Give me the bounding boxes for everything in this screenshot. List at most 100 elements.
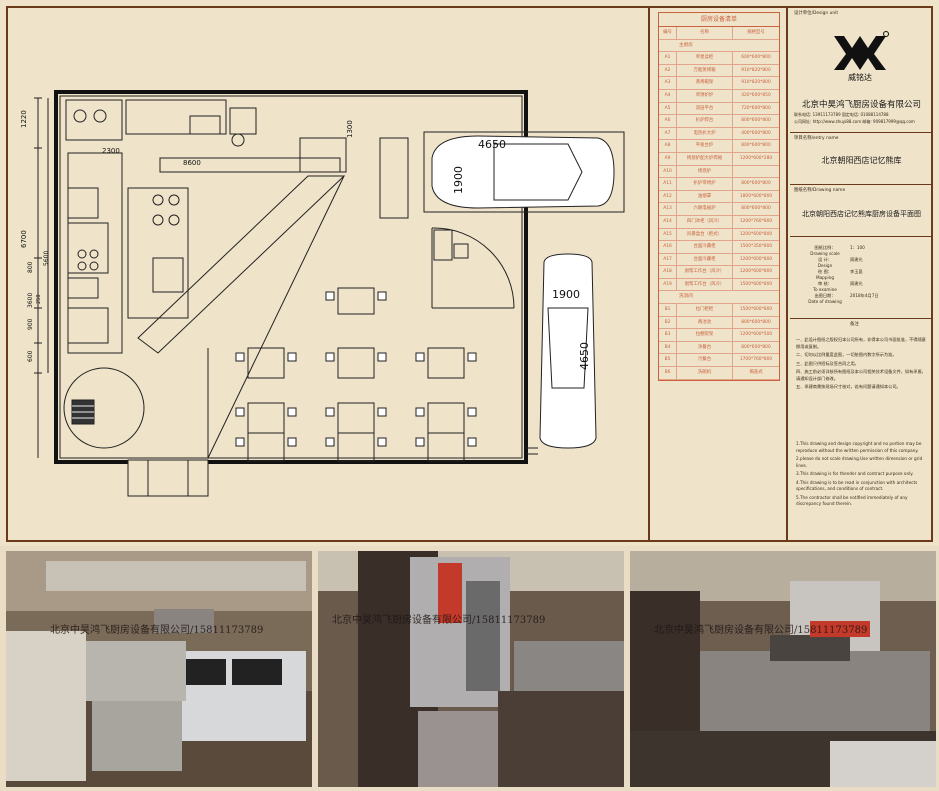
meta-value [850, 299, 933, 305]
equipment-spec: 1200*600*280 [739, 155, 773, 161]
equipment-name: 六眼电磁炉 [677, 203, 733, 215]
drawing-meta-row: Date of drawing [790, 299, 933, 305]
kitchen-floor-plan: 1220 6700 5600 800 3600 250 900 600 2300… [8, 8, 650, 540]
equipment-list-title: 厨房设备清单 [659, 13, 779, 27]
note-line: 一、此设计图纸之版权归本公司所有，非得本公司书面批准，不得随意挪用或复制。 [796, 337, 926, 349]
drawing-meta-row: 设 计：周建光 [790, 257, 933, 263]
equipment-name: 洗碗机 [677, 367, 733, 379]
note-line: 二、切勿以比例量度此图，一切依图内数字所示为准。 [796, 352, 897, 357]
photo-1-watermark: 北京中昊鸿飞厨房设备有限公司/15811173789 [50, 625, 264, 636]
equipment-spec: 800*600*800 [741, 181, 771, 187]
car-dim-4: 4650 [578, 342, 591, 370]
equipment-code: A8 [659, 140, 677, 152]
equipment-spec: 1200*600*800 [739, 256, 773, 262]
note-line: 3.This drawing is for thender and contra… [796, 471, 914, 476]
logo-text: 威铭达 [848, 72, 872, 82]
drawing-meta-row: Drawing scale [790, 251, 933, 257]
equipment-spec: 800*600*800 [741, 118, 771, 124]
meta-key: 出图日期： [814, 293, 836, 298]
equipment-spec: 1200*600*500 [739, 332, 773, 338]
photo-2-watermark: 北京中昊鸿飞厨房设备有限公司/15811173789 [332, 615, 546, 626]
equipment-spec: 720*600*800 [741, 105, 771, 111]
equipment-name: 万能蒸烤箱 [677, 64, 733, 77]
equipment-name: 拉门柜柜 [677, 304, 733, 316]
dim-left-600: 600 [27, 350, 34, 362]
equipment-name: 双层平台 [677, 102, 733, 115]
drawing-label: 图纸名称/Drawing name [794, 188, 846, 193]
equipment-header-row: 编号 名称 规格型号 [659, 27, 779, 40]
kitchen-photo-2: 北京中昊鸿飞厨房设备有限公司/15811173789 [318, 551, 624, 787]
note-line: 四、施工前必须详核所有图纸及本公司相关技术设备文件，如有矛盾，请通知设计部门修改… [796, 369, 926, 381]
equipment-spec: 1200*600*800 [739, 269, 773, 275]
meta-key: 设 计： [818, 257, 832, 262]
equipment-name: 净餐台 [677, 341, 733, 354]
header-code: 编号 [659, 27, 677, 39]
notes-chinese: 一、此设计图纸之版权归本公司所有，非得本公司书面批准，不得随意挪用或复制。二、切… [796, 337, 929, 393]
meta-key: 审 核： [818, 281, 832, 286]
equipment-code: A6 [659, 115, 677, 127]
design-unit-cell: 设计单位/Design unit 威铭达 北京中昊鸿飞厨房设备有限公司 联系电话… [790, 8, 933, 133]
equipment-name: 平板台炉 [677, 140, 733, 152]
equipment-name: 厨帮工作台（风冷） [677, 266, 733, 278]
equipment-code: A3 [659, 77, 677, 89]
equipment-name: 油烟罩 [677, 190, 733, 203]
dim-top-1300: 1300 [346, 120, 354, 138]
notes-english: 1.This drawing and design copyright and … [796, 441, 929, 510]
equipment-name: 台面冷藏柜 [677, 253, 733, 266]
car-dim-2: 1900 [452, 166, 465, 194]
equipment-code: A18 [659, 266, 677, 278]
equipment-spec: 1500*600*800 [739, 307, 773, 313]
dim-left-5600: 5600 [43, 251, 50, 266]
dim-left-900: 900 [27, 318, 34, 330]
drawing-meta-row: 审 核：周建光 [790, 281, 933, 287]
equipment-name: 电热扒大炉 [677, 127, 733, 140]
equipment-name: 风暴盒台（柜式） [677, 228, 733, 241]
meta-value: 李玉昆 [850, 269, 863, 274]
floor-plan-svg: 1220 6700 5600 800 3600 250 900 600 2300… [20, 90, 625, 497]
meta-key: Design [817, 263, 833, 268]
equipment-spec: 400*600*800 [741, 130, 771, 136]
equipment-name: 拉棚架架 [677, 329, 733, 341]
drawing-name-cell: 图纸名称/Drawing name 北京朝阳西店记忆熊库厨房设备平面图 [790, 185, 933, 237]
equipment-name: 扒炉焊台 [677, 115, 733, 127]
equipment-code: A12 [659, 190, 677, 203]
photo-3-watermark: 北京中昊鸿飞厨房设备有限公司/15811173789 [654, 625, 868, 636]
section-dishwashing: 洗消间 [659, 291, 779, 305]
remarks-cell: 备注 一、此设计图纸之版权归本公司所有，非得本公司书面批准，不得随意挪用或复制。… [790, 319, 933, 540]
equipment-code: B1 [659, 304, 677, 316]
note-line: 5.The contractor shall be notified immed… [796, 494, 908, 507]
meta-key: 绘 图： [818, 269, 832, 274]
equipment-name: 烤烧炉配大炉焊摊 [677, 152, 733, 165]
equipment-name: 单星盆柜 [677, 52, 733, 64]
note-line: 1.This drawing and design copyright and … [796, 441, 922, 453]
equipment-spec: 1700*760*800 [739, 357, 773, 363]
kitchen-photo-3: 北京中昊鸿飞厨房设备有限公司/15811173789 [630, 551, 936, 787]
remarks-label: 备注 [850, 322, 859, 327]
dim-top-8600: 8600 [183, 159, 201, 167]
title-block: 设计单位/Design unit 威铭达 北京中昊鸿飞厨房设备有限公司 联系电话… [790, 8, 933, 540]
note-line: 五、承建商需按现场尺寸核对，若有问题请通知本公司。 [796, 384, 901, 389]
equipment-code: A11 [659, 178, 677, 190]
equipment-code: A9 [659, 152, 677, 165]
drawing-meta-row: Mapping [790, 275, 933, 281]
equipment-name: 台面冷藏柜 [677, 241, 733, 253]
meta-value: 2018年4月7日 [850, 293, 879, 298]
